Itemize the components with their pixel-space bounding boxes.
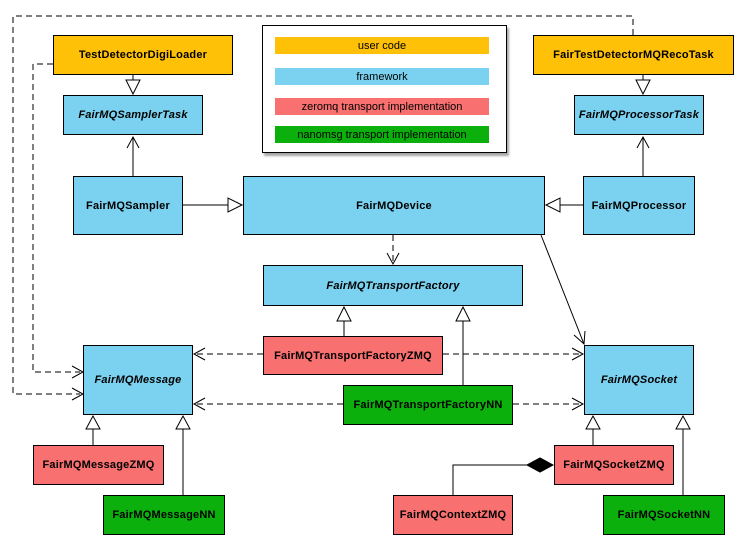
node-fairmq-message-nn: FairMQMessageNN	[103, 495, 225, 535]
node-fairmq-socket-zmq: FairMQSocketZMQ	[554, 445, 674, 485]
edge-inheritance-recotask-processortask	[635, 75, 651, 96]
edge-inheritance-tfzmq-transportfactory	[336, 305, 352, 336]
node-fairmq-message-zmq: FairMQMessageZMQ	[33, 445, 164, 485]
node-fairmq-context-zmq: FairMQContextZMQ	[393, 495, 513, 535]
legend-item-zeromq: zeromq transport implementation	[275, 98, 489, 115]
node-fairmq-sampler: FairMQSampler	[73, 176, 183, 235]
edge-dependency-tfnn-message	[192, 397, 343, 411]
node-test-detector-digi-loader: TestDetectorDigiLoader	[53, 35, 233, 75]
edge-association-sampler-samplertask	[126, 135, 140, 176]
node-fairmq-device: FairMQDevice	[243, 176, 545, 235]
node-fairmq-processor-task: FairMQProcessorTask	[574, 95, 704, 135]
legend-item-nanomsg: nanomsg transport implementation	[275, 126, 489, 143]
edge-dependency-tfnn-socket	[513, 397, 585, 411]
edge-inheritance-messagezmq-message	[85, 414, 101, 445]
node-fair-test-detector-mq-reco-task: FairTestDetectorMQRecoTask	[533, 35, 734, 75]
node-fairmq-sampler-task: FairMQSamplerTask	[63, 95, 203, 135]
edge-inheritance-tfnn-transportfactory	[455, 305, 471, 385]
edge-association-device-socket	[540, 234, 586, 346]
node-fairmq-transport-factory-zmq: FairMQTransportFactoryZMQ	[263, 336, 443, 375]
node-fairmq-transport-factory: FairMQTransportFactory	[263, 265, 523, 306]
edge-composition-contextzmq-socketzmq	[452, 457, 555, 495]
edge-inheritance-sampler-device	[183, 197, 244, 213]
node-fairmq-socket: FairMQSocket	[584, 345, 694, 415]
legend: user code framework zeromq transport imp…	[262, 25, 507, 153]
edge-dependency-tfzmq-message	[192, 347, 263, 361]
edge-inheritance-socketnn-socket	[675, 414, 691, 495]
legend-item-user-code: user code	[275, 37, 489, 54]
edge-dependency-device-transportfactory	[386, 235, 400, 266]
edge-inheritance-socketzmq-socket	[585, 414, 601, 445]
node-fairmq-socket-nn: FairMQSocketNN	[603, 495, 725, 535]
edge-inheritance-processor-device	[544, 197, 583, 213]
edge-dependency-tfzmq-socket	[443, 347, 585, 361]
edge-inheritance-messagenn-message	[175, 414, 191, 495]
node-fairmq-transport-factory-nn: FairMQTransportFactoryNN	[343, 385, 513, 425]
node-fairmq-message: FairMQMessage	[83, 345, 193, 415]
legend-item-framework: framework	[275, 68, 489, 85]
node-fairmq-processor: FairMQProcessor	[583, 176, 695, 235]
edge-inheritance-digiloader-samplertask	[125, 75, 141, 96]
edge-association-processor-processortask	[636, 135, 650, 176]
